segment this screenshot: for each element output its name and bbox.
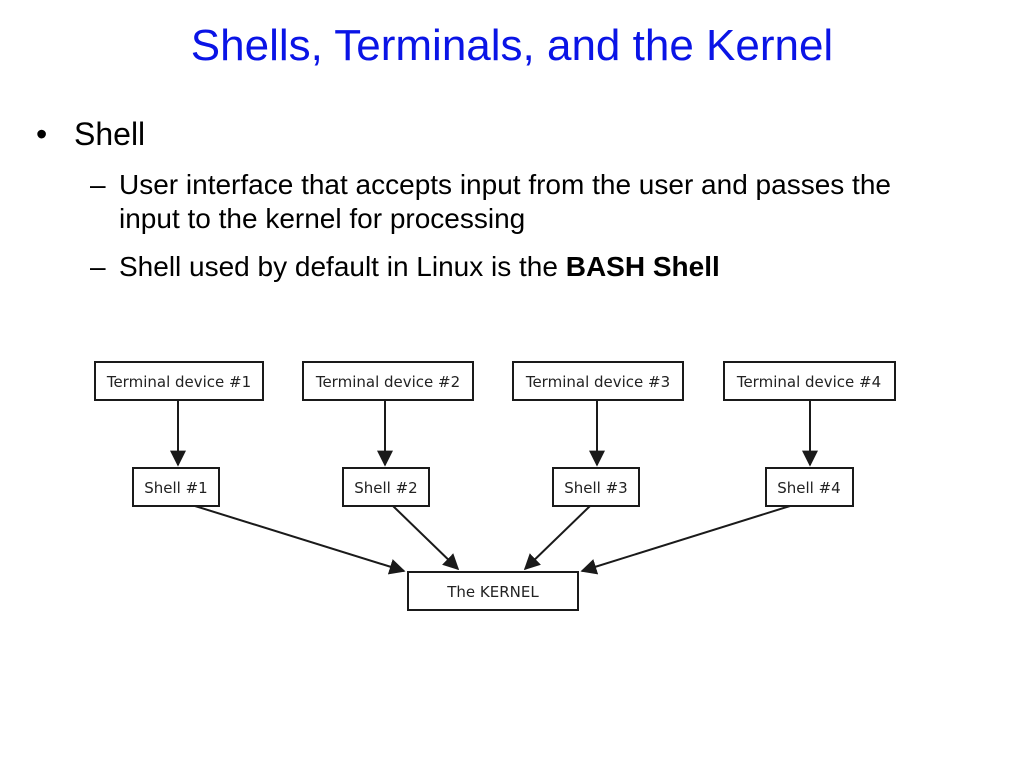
arrow-shell2-kernel	[392, 505, 460, 571]
subbullet-text-prefix: Shell used by default in Linux is the	[119, 251, 566, 282]
shell-3: Shell #3	[552, 467, 640, 507]
bullet-shell: • Shell	[36, 114, 145, 154]
bullet-label: Shell	[74, 116, 146, 152]
subbullet-text-bold: BASH Shell	[565, 251, 720, 282]
terminal-device-1-label: Terminal device #1	[106, 373, 251, 391]
bullet-marker: •	[36, 116, 48, 152]
terminal-device-2: Terminal device #2	[302, 361, 474, 401]
subbullet-dash: –	[90, 169, 106, 200]
shell-2: Shell #2	[342, 467, 430, 507]
terminal-device-4-label: Terminal device #4	[736, 373, 881, 391]
shell-3-label: Shell #3	[564, 479, 627, 497]
arrow-shell4-kernel	[580, 505, 791, 575]
subbullet-default-shell: – Shell used by default in Linux is the …	[90, 250, 910, 284]
shell-4: Shell #4	[765, 467, 854, 507]
terminal-device-3: Terminal device #3	[512, 361, 684, 401]
subbullet-text-wrap: Shell used by default in Linux is the BA…	[119, 250, 910, 284]
shell-1: Shell #1	[132, 467, 220, 507]
terminal-device-2-label: Terminal device #2	[315, 373, 460, 391]
subbullet-text: User interface that accepts input from t…	[119, 169, 891, 234]
shell-1-label: Shell #1	[144, 479, 207, 497]
kernel-box: The KERNEL	[407, 571, 579, 611]
shell-4-label: Shell #4	[777, 479, 840, 497]
kernel-label: The KERNEL	[446, 583, 539, 601]
arrow-shell1-kernel	[194, 505, 406, 575]
arrow-shell3-kernel	[523, 505, 591, 571]
terminal-device-4: Terminal device #4	[723, 361, 896, 401]
page-title: Shells, Terminals, and the Kernel	[190, 21, 834, 70]
terminal-device-3-label: Terminal device #3	[525, 373, 670, 391]
subbullet-user-interface: – User interface that accepts input from…	[90, 168, 910, 236]
subbullet-dash: –	[90, 251, 106, 282]
terminal-device-1: Terminal device #1	[94, 361, 264, 401]
shell-2-label: Shell #2	[354, 479, 417, 497]
